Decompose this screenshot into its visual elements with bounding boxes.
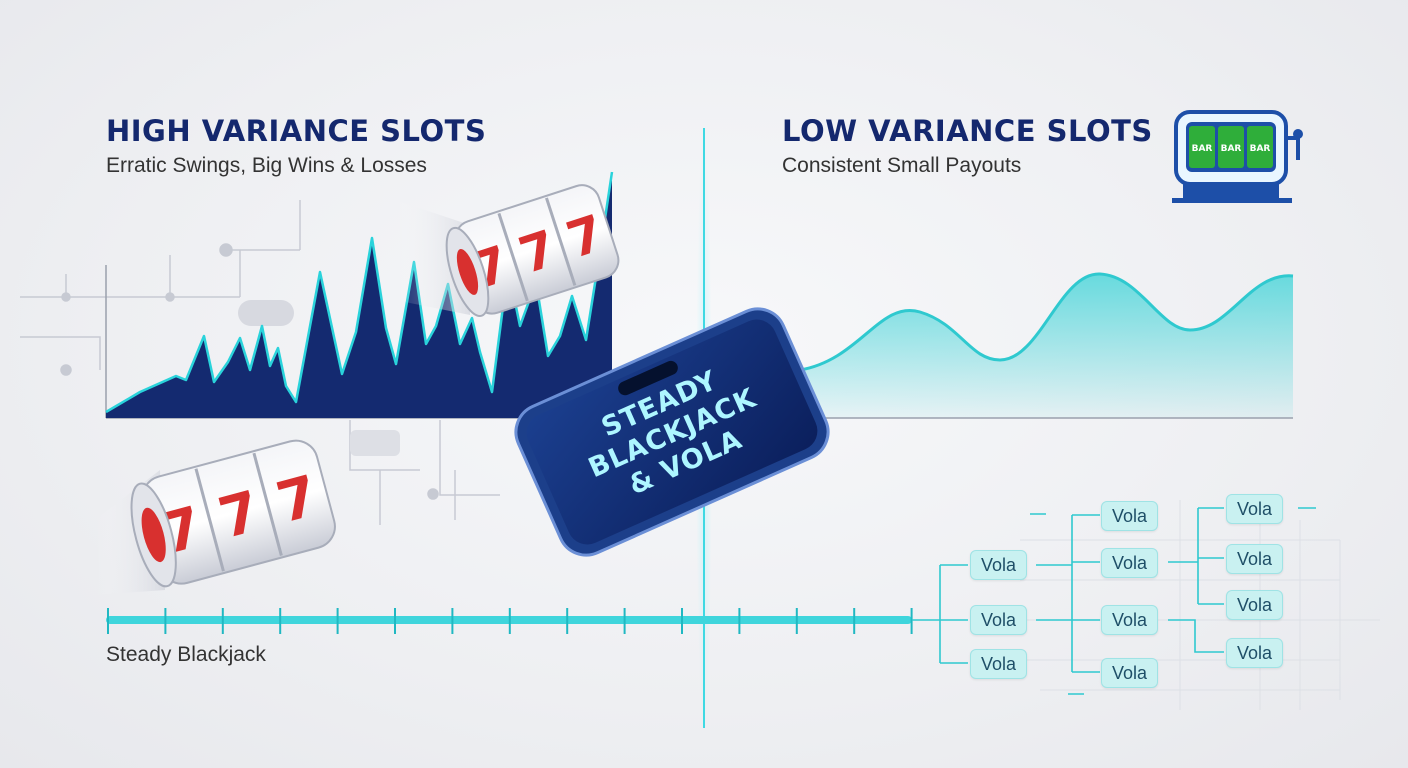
high-variance-subtitle: Erratic Swings, Big Wins & Losses — [106, 154, 427, 177]
vola-node: Vola — [1101, 548, 1159, 578]
timeline-label: Steady Blackjack — [106, 643, 266, 666]
timeline — [106, 608, 913, 634]
vola-node: Vola — [970, 605, 1028, 635]
high-variance-area — [106, 172, 612, 418]
vola-node: Vola — [1101, 605, 1159, 635]
vola-node: Vola — [1226, 638, 1284, 668]
lower-slot-reel: 7 7 7 — [95, 439, 336, 595]
high-variance-title: HIGH VARIANCE SLOTS — [106, 114, 487, 148]
vola-node: Vola — [1226, 544, 1284, 574]
machine-symbol: BAR — [1221, 144, 1242, 154]
low-variance-area — [800, 273, 1293, 418]
slot-machine-icon: BAR BAR BAR — [1172, 110, 1303, 203]
smartphone: STEADY BLACKJACK & VOLA — [514, 307, 830, 557]
tree-connectors — [912, 507, 1316, 695]
vola-node: Vola — [970, 649, 1028, 679]
vola-node: Vola — [1226, 590, 1284, 620]
low-variance-chart — [799, 272, 1294, 419]
low-variance-line — [799, 272, 1294, 372]
vola-node: Vola — [970, 550, 1028, 580]
vola-node: Vola — [1101, 658, 1159, 688]
tree-grid — [1020, 500, 1380, 710]
vola-node: Vola — [1101, 501, 1159, 531]
vola-node: Vola — [1226, 494, 1284, 524]
low-variance-title: LOW VARIANCE SLOTS — [782, 114, 1153, 148]
upper-slot-reel: 7 7 7 — [395, 184, 620, 317]
circuit-lines — [20, 200, 500, 525]
machine-symbol: BAR — [1192, 144, 1213, 154]
machine-symbol: BAR — [1250, 144, 1271, 154]
low-variance-subtitle: Consistent Small Payouts — [782, 154, 1022, 177]
